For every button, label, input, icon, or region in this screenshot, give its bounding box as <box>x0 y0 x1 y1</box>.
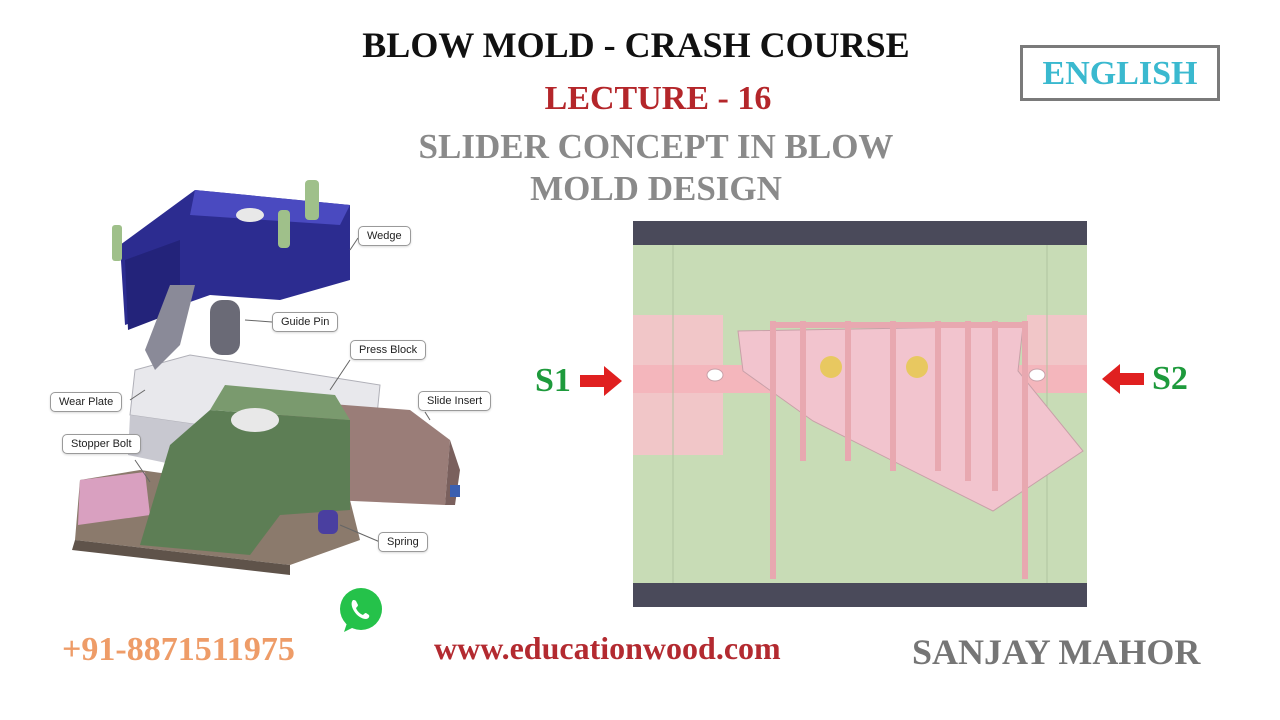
wedge-leader <box>349 237 359 251</box>
label-wedge: Wedge <box>358 226 411 246</box>
website-url: www.educationwood.com <box>434 630 781 666</box>
lecture-heading: LECTURE - 16 <box>0 80 1280 118</box>
lecture-word: LECTURE <box>544 80 710 117</box>
wear-plate <box>145 285 195 370</box>
slider-assembly-drawing <box>72 180 460 575</box>
slide-insert-marker <box>450 485 460 497</box>
language-badge: ENGLISH <box>1020 45 1220 101</box>
slide-insert-side <box>410 410 460 505</box>
indicator-dot-1 <box>820 356 842 378</box>
stopper-bolt-leader <box>134 459 151 483</box>
slider-assembly-diagram: Wedge Guide Pin Press Block Wear Plate S… <box>50 170 510 590</box>
subtitle-line-1: SLIDER CONCEPT IN BLOW <box>418 127 894 166</box>
mount-hole-left <box>706 368 724 382</box>
label-spring: Spring <box>378 532 428 552</box>
course-title: BLOW MOLD - CRASH COURSE <box>362 25 910 65</box>
guide-pin-top-3 <box>112 225 122 261</box>
label-press-block: Press Block <box>350 340 427 360</box>
guide-pin-leader <box>244 319 273 323</box>
slide-insert-leader <box>424 411 431 421</box>
mold-cross-section <box>633 221 1087 607</box>
core-hole <box>231 408 279 432</box>
lecture-subtitle: SLIDER CONCEPT IN BLOW MOLD DESIGN <box>0 126 1280 210</box>
guide-pin-top-2 <box>278 210 290 248</box>
whatsapp-icon <box>332 582 390 640</box>
side-label-s1: S1 <box>535 362 571 399</box>
lecture-number: 16 <box>737 80 772 117</box>
bottom-clamp-plate <box>633 583 1087 607</box>
wear-plate-leader <box>129 389 146 401</box>
label-guide-pin: Guide Pin <box>272 312 339 332</box>
base-plate-edge <box>72 540 290 575</box>
mold-view-drawing <box>633 221 1087 607</box>
wedge-logo <box>236 208 264 222</box>
contact-phone: +91-8871511975 <box>62 631 295 668</box>
arrow-right-icon <box>580 366 624 396</box>
label-slide-insert: Slide Insert <box>418 391 492 411</box>
label-wear-plate: Wear Plate <box>50 392 123 412</box>
guide-pin-top-1 <box>305 180 319 220</box>
side-label-s2: S2 <box>1152 360 1188 397</box>
author-name: SANJAY MAHOR <box>912 632 1201 672</box>
label-stopper-bolt: Stopper Bolt <box>62 434 141 454</box>
slider-ribs <box>770 321 1028 579</box>
subtitle-line-2: MOLD DESIGN <box>530 169 782 208</box>
core-block <box>140 410 350 555</box>
mount-hole-right <box>1028 368 1046 382</box>
spring-leader <box>339 524 381 543</box>
pink-plate <box>78 472 150 525</box>
indicator-dot-2 <box>906 356 928 378</box>
spring <box>318 510 338 534</box>
guide-pin <box>210 300 240 355</box>
top-clamp-plate <box>633 221 1087 245</box>
arrow-left-icon <box>1100 364 1144 394</box>
lecture-separator: - <box>709 80 738 117</box>
press-block-leader <box>329 359 351 391</box>
